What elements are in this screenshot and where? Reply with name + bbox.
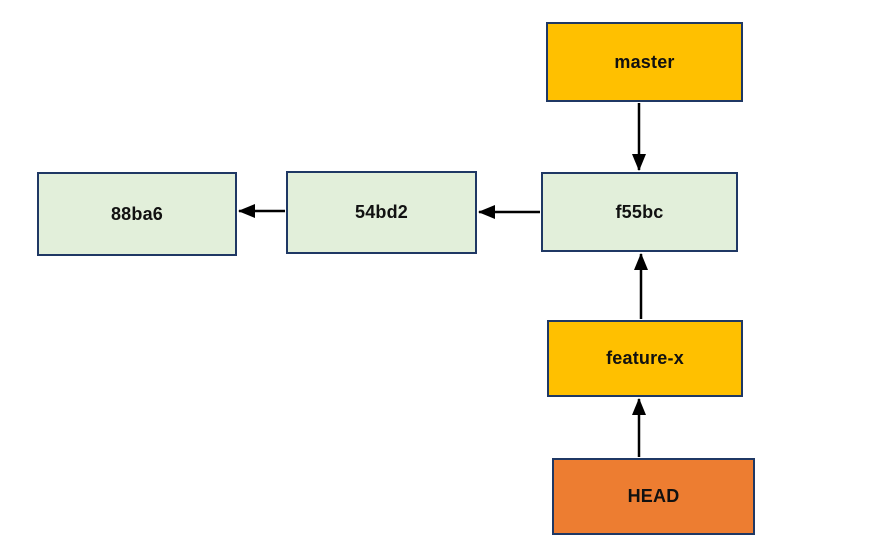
node-label: 88ba6 <box>110 203 164 224</box>
node-branch-feature-x: feature-x <box>547 320 743 397</box>
node-head-pointer: HEAD <box>552 458 755 535</box>
node-commit-54bd2: 54bd2 <box>286 171 477 254</box>
node-commit-f55bc: f55bc <box>541 172 738 252</box>
node-branch-master: master <box>546 22 743 102</box>
node-commit-88ba6: 88ba6 <box>37 172 237 256</box>
node-label: feature-x <box>606 348 684 368</box>
node-label: master <box>614 51 675 72</box>
node-label: 54bd2 <box>354 202 409 222</box>
node-label: HEAD <box>627 486 680 506</box>
node-label: f55bc <box>615 201 664 222</box>
